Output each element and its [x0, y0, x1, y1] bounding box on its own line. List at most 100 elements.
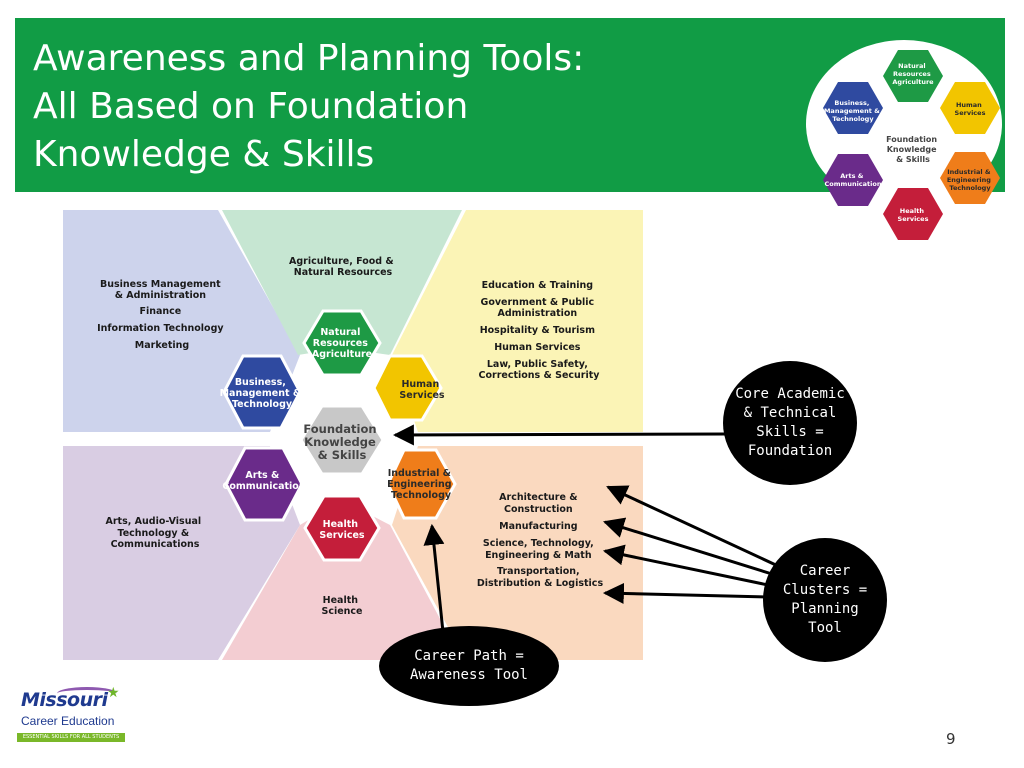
small-hex-text: Natural — [898, 62, 925, 70]
sector-text: Education & Training — [482, 280, 593, 291]
hex-natural-resources — [302, 309, 382, 377]
callout-text: Foundation — [747, 443, 833, 459]
arrow-path-to-industrial — [423, 523, 445, 633]
sector-text: Health — [323, 595, 359, 606]
small-hex-natural-resources — [883, 50, 943, 102]
sector-text: Business Management — [100, 279, 221, 290]
small-hex-label: Foundation Knowledge & Skills — [886, 135, 940, 164]
sector-business-label: Business Management & Administration Fin… — [97, 279, 227, 351]
sector-text: Human Services — [494, 342, 581, 353]
sector-text: Natural Resources — [294, 267, 393, 278]
sector-text: Science, Technology, — [483, 538, 594, 549]
sector-text: Engineering & Math — [485, 550, 592, 561]
hex-text: Foundation — [303, 422, 376, 436]
sector-health-label: Health Science — [321, 595, 362, 617]
callout-text: Core Academic — [735, 386, 845, 402]
hex-label: Business, Management & Technology — [220, 377, 305, 410]
hex-text: Natural — [320, 327, 360, 338]
callout-text: Career — [799, 563, 851, 579]
logo-subtitle: Career Education — [21, 714, 115, 728]
arrow-clusters-to-transportation — [602, 582, 767, 604]
sector-engineering — [392, 446, 643, 660]
small-hex-label: Industrial & Engineering Technology — [947, 168, 993, 192]
sector-text: Manufacturing — [499, 521, 577, 532]
star-icon: ★ — [107, 685, 120, 701]
small-hex-text: & Skills — [896, 155, 930, 164]
small-hex-label: Natural Resources Agriculture — [892, 62, 934, 86]
logo-swoosh — [57, 687, 117, 700]
sector-agriculture-label: Agriculture, Food & Natural Resources — [289, 256, 397, 278]
small-hex-text: Services — [898, 215, 929, 223]
slide-title: Awareness and Planning Tools: All Based … — [33, 35, 753, 179]
sector-text: Information Technology — [97, 323, 224, 334]
small-hex-foundation — [883, 118, 943, 170]
arrow-clusters-to-architecture — [606, 485, 779, 568]
hex-business-management — [222, 354, 302, 430]
sector-agriculture — [222, 210, 462, 355]
hex-text: Health — [323, 519, 359, 530]
hex-text: Human — [401, 379, 439, 390]
hex-label: Industrial & Engineering Technology — [387, 468, 455, 501]
sector-text: Arts, Audio-Visual — [106, 516, 202, 527]
callout-text: & Technical — [743, 405, 837, 421]
hex-arts-communication — [224, 446, 304, 522]
callout-career-clusters: Career Clusters = Planning Tool — [763, 538, 887, 662]
callout-text: Tool — [808, 620, 842, 636]
small-hex-text: Foundation — [886, 135, 937, 144]
arrow-clusters-to-science — [602, 544, 769, 587]
sector-text: Corrections & Security — [479, 370, 601, 381]
small-hex-text: Knowledge — [887, 145, 937, 154]
sector-engineering-label: Architecture & Construction Manufacturin… — [477, 492, 604, 589]
hex-text: Engineering — [387, 479, 451, 490]
small-hex-text: Technology — [832, 115, 874, 123]
sector-text: Government & Public — [481, 297, 595, 308]
sector-text: Science — [321, 606, 362, 617]
callout-text: Career Path = — [414, 648, 524, 664]
hex-label: Health Services — [319, 519, 364, 541]
hex-text: Technology — [232, 399, 293, 410]
small-hex-text: Services — [955, 109, 986, 117]
small-hex-text: Arts & — [840, 172, 863, 180]
sector-arts-label: Arts, Audio-Visual Technology & Communic… — [106, 516, 205, 550]
small-hex-text: Business, — [834, 99, 869, 107]
hex-label: Foundation Knowledge & Skills — [303, 422, 380, 462]
callout-core-skills: Core Academic & Technical Skills = Found… — [723, 361, 857, 485]
small-hex-label: Health Services — [898, 207, 929, 223]
sector-text: Administration — [497, 308, 577, 319]
hex-label: Natural Resources Agriculture — [312, 327, 372, 360]
small-cluster-wheel: Natural Resources Agriculture Business, … — [823, 50, 1000, 240]
sector-human-services — [392, 210, 643, 432]
sector-text: Finance — [139, 306, 181, 317]
callout-arrows — [392, 424, 779, 633]
small-hex-industrial — [940, 152, 1000, 204]
hex-text: Arts & — [245, 470, 279, 481]
callout-text: Planning — [791, 601, 859, 617]
sector-text: Technology & — [117, 528, 189, 539]
small-hex-text: Human — [956, 101, 982, 109]
hex-text: Management & — [220, 388, 302, 399]
sector-text: Construction — [504, 504, 573, 515]
hex-text: Agriculture — [312, 349, 372, 360]
title-line: Knowledge & Skills — [33, 134, 375, 175]
page-number: 9 — [946, 730, 956, 748]
hex-text: Resources — [313, 338, 368, 349]
hex-text: Communication — [222, 481, 305, 492]
small-hex-text: Technology — [949, 184, 991, 192]
sector-text: Distribution & Logistics — [477, 578, 604, 589]
small-hex-human-services — [940, 82, 1000, 134]
sector-text: Hospitality & Tourism — [480, 325, 595, 336]
callout-text: Awareness Tool — [409, 667, 528, 683]
logo-name: Missouri — [21, 689, 108, 711]
sector-text: Transportation, — [497, 566, 580, 577]
hex-health-services — [303, 494, 381, 562]
small-hex-label: Arts & Communication — [825, 172, 882, 188]
hex-text: Industrial & — [388, 468, 451, 479]
small-hex-label: Human Services — [955, 101, 986, 117]
small-hex-text: Engineering — [947, 176, 991, 184]
sector-text: & Administration — [115, 290, 207, 301]
cluster-diagram: Business Management & Administration Fin… — [63, 210, 643, 660]
small-hex-business-management — [823, 82, 883, 134]
hex-text: Business, — [235, 377, 286, 388]
hex-label: Arts & Communication — [222, 470, 305, 492]
